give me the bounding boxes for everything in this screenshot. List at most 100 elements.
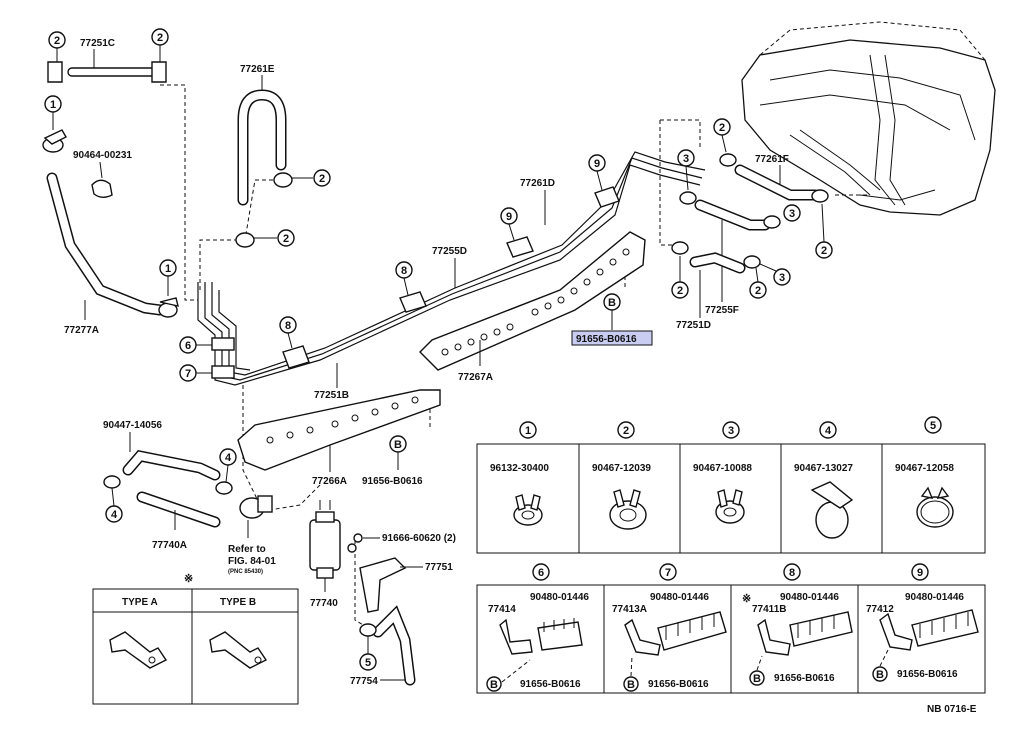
clip-2-c[interactable] bbox=[273, 172, 293, 188]
clamp-cell-2[interactable]: 2 90467-12039 bbox=[592, 421, 651, 530]
svg-text:90467-10088: 90467-10088 bbox=[693, 463, 752, 474]
label-77266A: 77266A bbox=[312, 476, 347, 487]
svg-text:6: 6 bbox=[538, 567, 544, 579]
clip-2-d[interactable] bbox=[235, 232, 255, 248]
clip-90464[interactable] bbox=[91, 179, 113, 198]
svg-text:B: B bbox=[608, 297, 616, 309]
type-b-label: TYPE B bbox=[220, 597, 256, 608]
callout-B-a: B bbox=[603, 293, 621, 330]
svg-text:91656-B0616: 91656-B0616 bbox=[576, 334, 637, 345]
clip-3-b[interactable] bbox=[763, 215, 781, 229]
clamp-cell-6[interactable]: 6 90480-01446 77414 B 91656-B0616 bbox=[486, 563, 589, 692]
figure-code: NB 0716-E bbox=[927, 704, 977, 715]
svg-text:5: 5 bbox=[930, 420, 936, 432]
bolt-91666[interactable] bbox=[347, 533, 363, 553]
svg-text:96132-30400: 96132-30400 bbox=[490, 463, 549, 474]
svg-text:2: 2 bbox=[821, 245, 827, 257]
clamp-cell-3[interactable]: 3 90467-10088 bbox=[693, 421, 752, 524]
type-b-bracket[interactable] bbox=[209, 631, 268, 669]
clamp-cell-7[interactable]: 7 90480-01446 77413A B 91656-B0616 bbox=[612, 563, 727, 692]
bracket-77751[interactable] bbox=[359, 557, 407, 613]
part-number-91656-highlighted[interactable]: 91656-B0616 bbox=[571, 330, 653, 346]
fuel-tank bbox=[741, 21, 996, 216]
callout-B-b: B bbox=[389, 435, 407, 470]
hose-90447[interactable] bbox=[122, 449, 221, 481]
svg-text:77412: 77412 bbox=[866, 604, 894, 615]
callout-2-c: 2 bbox=[292, 169, 331, 187]
tube-77740A[interactable] bbox=[136, 491, 221, 528]
clamp-cell-1[interactable]: 1 96132-30400 bbox=[490, 421, 549, 526]
clip-2-e[interactable] bbox=[719, 153, 737, 167]
clip-4-b[interactable] bbox=[215, 481, 233, 495]
clip-1-b[interactable] bbox=[158, 297, 179, 318]
hose-77277A[interactable] bbox=[46, 172, 166, 316]
callout-3-a: 3 bbox=[677, 149, 695, 191]
canister-77740[interactable] bbox=[309, 500, 341, 579]
strap-8-a[interactable] bbox=[282, 345, 310, 369]
svg-text:4: 4 bbox=[825, 425, 832, 437]
strap-8-b[interactable] bbox=[399, 291, 427, 313]
svg-text:※: ※ bbox=[742, 593, 751, 605]
clip-3-c[interactable] bbox=[743, 255, 761, 269]
callout-2-e: 2 bbox=[713, 118, 731, 153]
refer-component[interactable] bbox=[239, 495, 273, 519]
hose-77261E[interactable] bbox=[237, 89, 287, 206]
clip-2-f[interactable] bbox=[811, 189, 829, 203]
svg-text:77413A: 77413A bbox=[612, 604, 647, 615]
callout-1-a: 1 bbox=[44, 95, 62, 130]
svg-text:9: 9 bbox=[506, 211, 512, 223]
leader-lines bbox=[160, 84, 870, 629]
label-77251C: 77251C bbox=[80, 38, 115, 49]
hose-77251D[interactable] bbox=[689, 252, 746, 274]
refer-text-1: Refer to bbox=[228, 544, 266, 555]
clamp-cell-9[interactable]: 9 90480-01446 77412 B 91656-B0616 bbox=[866, 563, 979, 682]
clamp-cell-5[interactable]: 5 90467-12058 bbox=[895, 416, 954, 528]
svg-text:8: 8 bbox=[285, 320, 291, 332]
callout-2-f: 2 bbox=[815, 203, 833, 259]
callout-6: 6 bbox=[179, 336, 212, 354]
type-a-bracket[interactable] bbox=[109, 631, 168, 669]
callout-2-b: 2 bbox=[151, 28, 169, 62]
strap-9-b[interactable] bbox=[594, 186, 620, 208]
bracket-77267A[interactable] bbox=[419, 231, 646, 371]
clip-96132[interactable] bbox=[42, 129, 67, 153]
callout-2-g: 2 bbox=[671, 256, 689, 299]
type-a-label: TYPE A bbox=[122, 597, 158, 608]
clamp-cell-8[interactable]: 8 ※ 90480-01446 77411B B 91656-B0616 bbox=[742, 563, 853, 686]
clamp-cell-4[interactable]: 4 90467-13027 bbox=[794, 421, 853, 539]
refer-text-2: FIG. 84-01 bbox=[228, 556, 276, 567]
callout-3-b: 3 bbox=[783, 204, 801, 222]
svg-text:8: 8 bbox=[401, 265, 407, 277]
clip-2-g[interactable] bbox=[671, 241, 689, 255]
clamp-7[interactable] bbox=[211, 365, 235, 379]
clamp-table bbox=[476, 443, 986, 554]
clip-4-a[interactable] bbox=[103, 475, 121, 489]
svg-text:77414: 77414 bbox=[488, 604, 516, 615]
label-77277A: 77277A bbox=[64, 325, 99, 336]
hose-77754[interactable] bbox=[372, 605, 416, 686]
clamp-6[interactable] bbox=[211, 337, 235, 351]
svg-text:91656-B0616: 91656-B0616 bbox=[520, 679, 581, 690]
svg-text:2: 2 bbox=[755, 285, 761, 297]
clip-3-a[interactable] bbox=[679, 191, 697, 205]
callout-5-a: 5 bbox=[359, 636, 377, 671]
svg-text:B: B bbox=[394, 439, 402, 451]
bracket-77266A[interactable] bbox=[237, 389, 441, 471]
svg-text:2: 2 bbox=[54, 35, 60, 47]
label-77251D: 77251D bbox=[676, 320, 711, 331]
clip-5[interactable] bbox=[359, 623, 377, 637]
hose-77261F[interactable] bbox=[734, 164, 821, 201]
svg-text:3: 3 bbox=[683, 153, 689, 165]
svg-text:90480-01446: 90480-01446 bbox=[780, 592, 839, 603]
clamp-table-2 bbox=[476, 584, 986, 694]
tube-bundle[interactable] bbox=[197, 151, 706, 386]
svg-text:2: 2 bbox=[719, 122, 725, 134]
svg-text:3: 3 bbox=[789, 208, 795, 220]
label-77251B: 77251B bbox=[314, 390, 349, 401]
hose-77251C[interactable] bbox=[47, 61, 167, 83]
strap-9-a[interactable] bbox=[506, 236, 534, 258]
svg-text:8: 8 bbox=[789, 567, 795, 579]
label-77267A: 77267A bbox=[458, 372, 493, 383]
hose-77255F[interactable] bbox=[694, 199, 771, 231]
svg-text:91656-B0616: 91656-B0616 bbox=[897, 669, 958, 680]
